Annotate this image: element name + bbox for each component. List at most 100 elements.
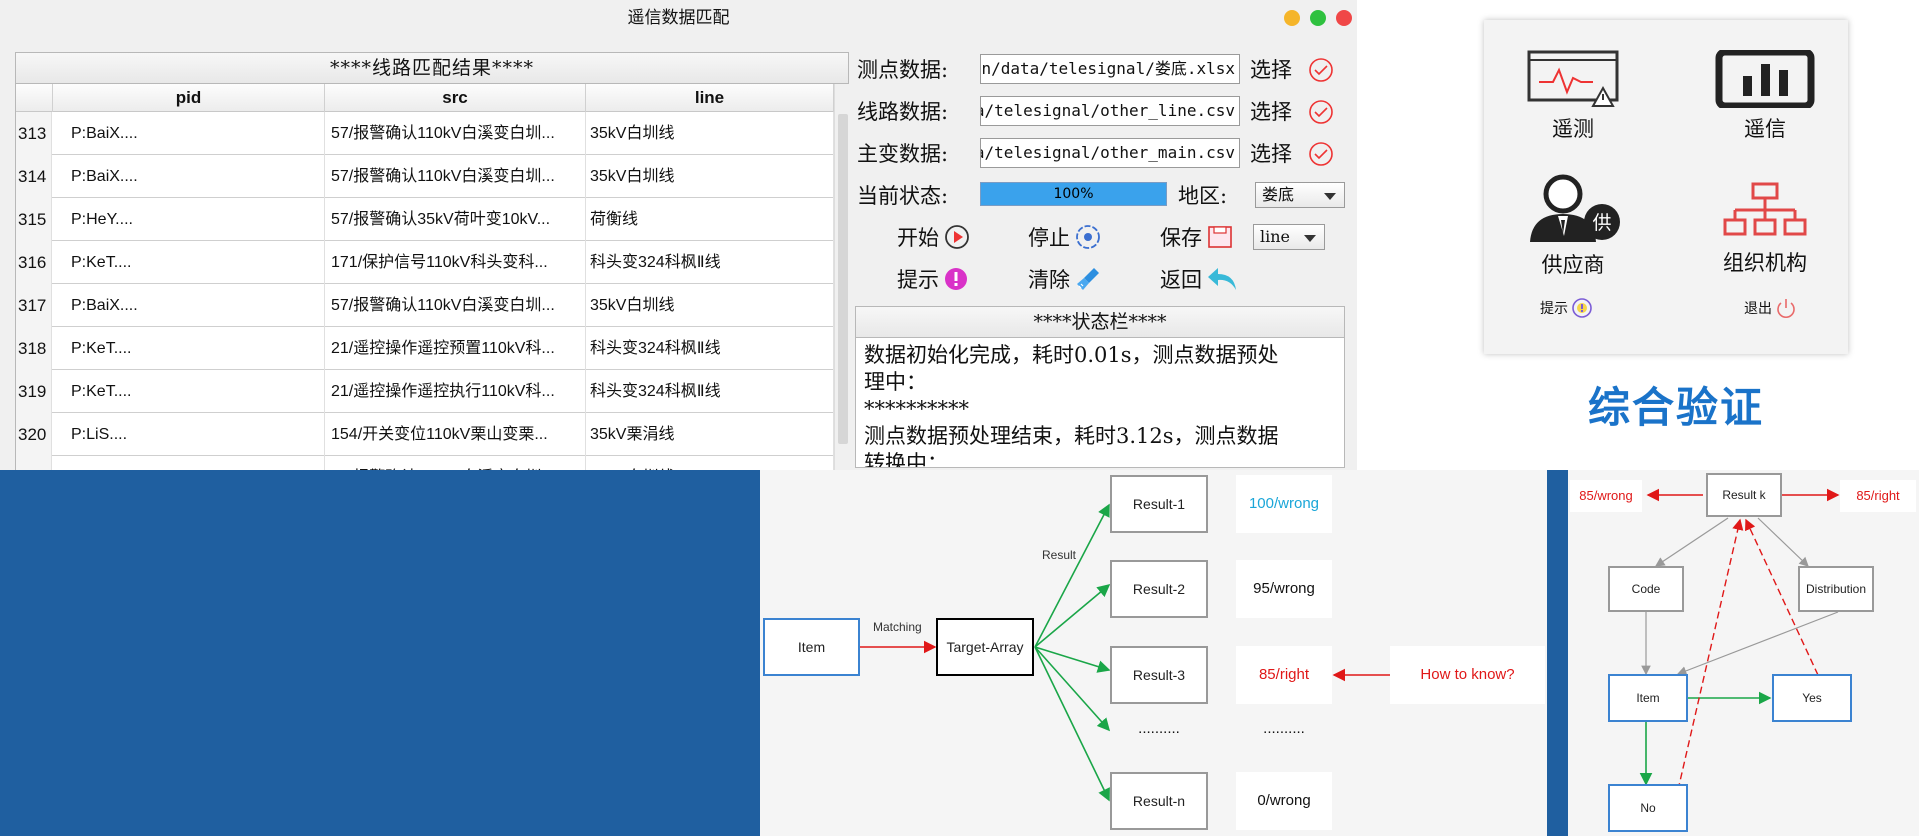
wrong-score-label: 85/wrong xyxy=(1570,480,1642,512)
line-cell: 科头变324科枫Ⅱ线 xyxy=(586,241,834,284)
line-cell: 35kV白圳线 xyxy=(586,112,834,155)
status-log-line: 测点数据预处理结束，耗时3.12s，测点数据 xyxy=(864,424,1279,448)
distribution-node: Distribution xyxy=(1798,566,1874,612)
result-ellipsis: .......... xyxy=(1138,720,1180,737)
chevron-down-icon xyxy=(1304,235,1316,242)
current-status-label: 当前状态: xyxy=(857,184,949,208)
back-label: 返回 xyxy=(1160,268,1202,292)
result-node: Result-2 xyxy=(1110,560,1208,618)
result-node: Result-n xyxy=(1110,772,1208,830)
broom-icon xyxy=(1077,268,1099,290)
column-header-line[interactable]: line xyxy=(586,84,834,112)
back-button[interactable]: 返回 xyxy=(1160,264,1238,294)
column-header-src[interactable]: src xyxy=(325,84,586,112)
save-format-value: line xyxy=(1260,227,1291,246)
save-format-select[interactable]: line xyxy=(1253,224,1325,250)
score-label: 100/wrong xyxy=(1236,475,1332,533)
src-cell: 21/遥控操作遥控执行110kV科... xyxy=(325,370,586,413)
undo-arrow-icon xyxy=(1208,268,1236,290)
pid-cell: P:KeT.... xyxy=(53,327,325,370)
check-circle-icon xyxy=(1309,100,1333,124)
pid-cell: P:BaiX.... xyxy=(53,284,325,327)
line-cell: 35kV白圳线 xyxy=(586,284,834,327)
card-exit-button[interactable]: 退出 xyxy=(1744,297,1797,319)
chevron-down-icon xyxy=(1324,193,1336,200)
result-k-node: Result k xyxy=(1706,473,1782,517)
item-node: Item xyxy=(763,618,860,676)
save-button[interactable]: 保存 xyxy=(1160,222,1234,252)
window-title: 遥信数据匹配 xyxy=(627,8,730,28)
transformer-data-path-input[interactable]: a/telesignal/other_main.csv xyxy=(980,138,1240,168)
scrollbar-thumb[interactable] xyxy=(838,114,848,444)
matching-flow-arrows xyxy=(860,503,1390,802)
module-menu-card: 遥测 遥信 供 供应商 组织机构 提示 xyxy=(1484,20,1848,354)
comprehensive-verification-title: 综合验证 xyxy=(1588,383,1765,432)
monitor-chart-icon xyxy=(1527,50,1619,107)
org-chart-icon xyxy=(1723,182,1807,236)
src-cell: 21/遥控操作遥控预置110kV科... xyxy=(325,327,586,370)
measure-data-path-input[interactable]: n/data/telesignal/娄底.xlsx xyxy=(980,54,1240,84)
line-data-select-button[interactable]: 选择 xyxy=(1250,100,1292,124)
telesignal-label: 遥信 xyxy=(1744,117,1786,141)
region-select[interactable]: 娄底 xyxy=(1255,182,1345,208)
row-number-header xyxy=(16,84,53,112)
exclamation-icon xyxy=(945,268,967,290)
start-label: 开始 xyxy=(897,226,939,250)
line-cell: 35kV白圳线 xyxy=(586,155,834,198)
card-hint-button[interactable]: 提示 xyxy=(1540,297,1593,319)
stop-label: 停止 xyxy=(1028,226,1070,250)
table-column-headers: pid src line xyxy=(16,84,834,112)
card-exit-label: 退出 xyxy=(1744,301,1772,317)
table-title: ****线路匹配结果**** xyxy=(15,52,849,84)
score-label: 0/wrong xyxy=(1236,772,1332,830)
start-button[interactable]: 开始 xyxy=(897,222,971,252)
pid-cell: P:BaiX.... xyxy=(53,155,325,198)
save-label: 保存 xyxy=(1160,226,1202,250)
measure-data-select-button[interactable]: 选择 xyxy=(1250,58,1292,82)
result-node: Result-1 xyxy=(1110,475,1208,533)
progress-bar: 100% xyxy=(980,182,1167,206)
line-data-label: 线路数据: xyxy=(857,100,949,124)
control-panel: 测点数据: n/data/telesignal/娄底.xlsx 选择 线路数据:… xyxy=(855,44,1355,464)
status-log-line: 数据初始化完成，耗时0.01s，测点数据预处 xyxy=(864,343,1279,367)
line-cell: 科头变324科枫Ⅱ线 xyxy=(586,327,834,370)
hint-button[interactable]: 提示 xyxy=(897,264,969,294)
how-to-know-label: How to know? xyxy=(1390,646,1545,704)
line-data-path-input[interactable]: a/telesignal/other_line.csv xyxy=(980,96,1240,126)
pid-cell: P:KeT.... xyxy=(53,370,325,413)
verification-flow-arrows xyxy=(1639,488,1840,791)
column-header-pid[interactable]: pid xyxy=(53,84,325,112)
telesignal-menu-item[interactable]: 遥信 xyxy=(1710,48,1820,143)
organization-menu-item[interactable]: 组织机构 xyxy=(1710,180,1820,277)
supplier-menu-item[interactable]: 供 供应商 xyxy=(1518,174,1628,279)
row-number: 314 xyxy=(16,155,52,198)
status-log-line: 转换中： xyxy=(864,451,948,468)
region-select-value: 娄底 xyxy=(1262,185,1295,204)
organization-label: 组织机构 xyxy=(1723,251,1807,275)
minimize-button[interactable] xyxy=(1284,10,1300,26)
src-cell: 57/报警确认110kV白溪变白圳... xyxy=(325,155,586,198)
power-icon xyxy=(1777,299,1795,318)
line-cell: 35kV栗涓线 xyxy=(586,413,834,456)
yes-node: Yes xyxy=(1772,674,1852,722)
line-cell: 科头变324科枫Ⅱ线 xyxy=(586,370,834,413)
telemetry-menu-item[interactable]: 遥测 xyxy=(1518,50,1628,143)
card-hint-label: 提示 xyxy=(1540,301,1568,317)
clear-label: 清除 xyxy=(1028,268,1070,292)
matching-flow-diagram: Item Matching Target-Array Result Result… xyxy=(760,470,1547,836)
stop-button[interactable]: 停止 xyxy=(1028,222,1102,252)
clear-button[interactable]: 清除 xyxy=(1028,264,1102,294)
transformer-data-select-button[interactable]: 选择 xyxy=(1250,142,1292,166)
pid-cell: P:BaiX.... xyxy=(53,112,325,155)
result-arrow-label: Result xyxy=(1042,548,1077,562)
close-button[interactable] xyxy=(1336,10,1352,26)
maximize-button[interactable] xyxy=(1310,10,1326,26)
